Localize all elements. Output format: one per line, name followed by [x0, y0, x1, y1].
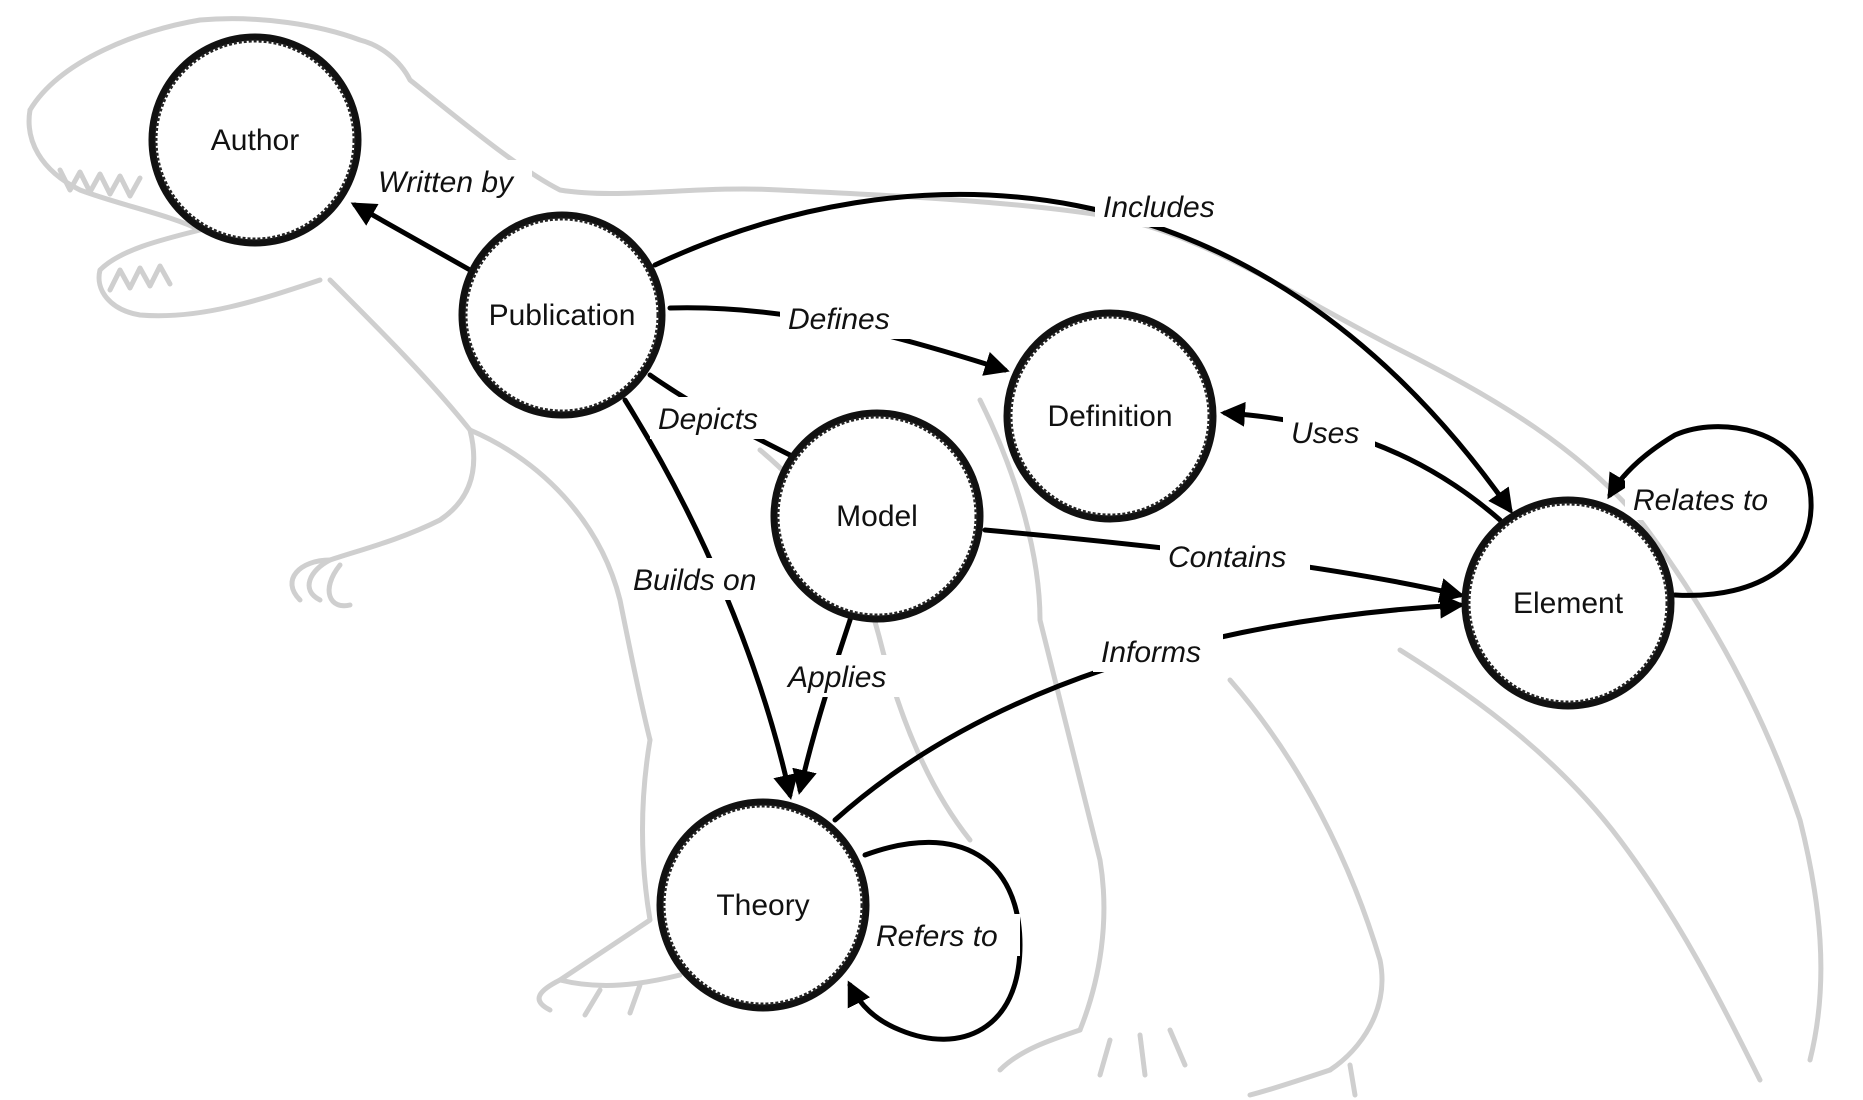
edge-written-by	[350, 202, 473, 273]
edge-applies	[792, 602, 858, 795]
edge-label-defines: Defines	[788, 303, 890, 336]
node-label-theory: Theory	[716, 889, 809, 922]
node-author: Author	[148, 33, 362, 247]
edge-label-applies: Applies	[786, 661, 886, 694]
node-label-author: Author	[211, 124, 299, 157]
node-label-element: Element	[1513, 587, 1624, 620]
edge-label-refers-to: Refers to	[876, 920, 998, 953]
node-label-definition: Definition	[1047, 400, 1172, 433]
edge-label-depicts: Depicts	[658, 403, 758, 436]
edge-label-contains: Contains	[1168, 541, 1286, 574]
edge-label-relates-to: Relates to	[1633, 484, 1768, 517]
node-publication: Publication	[458, 211, 666, 419]
edge-label-written-by: Written by	[378, 166, 515, 199]
edge-label-uses: Uses	[1291, 417, 1359, 450]
edge-refers-to	[847, 839, 1023, 1042]
node-model: Model	[770, 409, 984, 623]
edge-labels: Written by Includes Defines Uses Depicts…	[370, 160, 1800, 956]
edge-label-informs: Informs	[1101, 636, 1201, 669]
edge-includes	[652, 191, 1513, 515]
edge-label-includes: Includes	[1103, 191, 1215, 224]
node-label-publication: Publication	[489, 299, 636, 332]
edge-relates-to	[1607, 424, 1814, 598]
node-definition: Definition	[1003, 309, 1217, 523]
edge-label-builds-on: Builds on	[633, 564, 756, 597]
node-theory: Theory	[656, 798, 870, 1012]
dinosaur-background-illustration	[26, 16, 1824, 1098]
node-label-model: Model	[836, 500, 918, 533]
node-element: Element	[1461, 496, 1675, 710]
